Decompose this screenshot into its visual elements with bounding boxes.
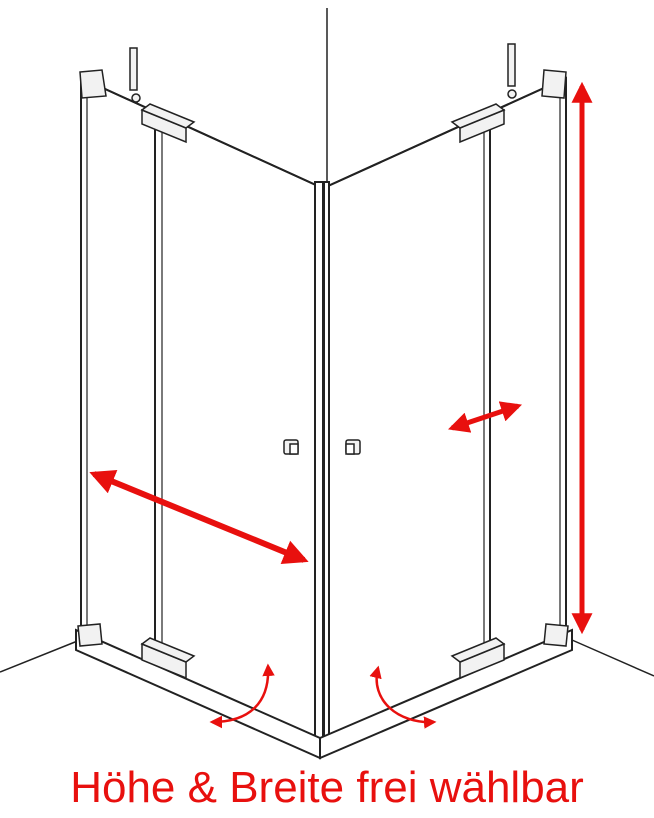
hinge-top-left <box>140 103 196 144</box>
left-glass-panel <box>80 76 319 740</box>
wall-bracket-left <box>79 47 141 103</box>
bottom-bracket-right <box>543 623 569 647</box>
width-arrow-right-icon <box>448 401 522 433</box>
swing-arrow-right-icon <box>369 665 437 729</box>
handle-left <box>283 439 299 455</box>
swing-arrow-left-icon <box>209 663 275 729</box>
floor-line-left <box>0 639 81 673</box>
room-lines <box>0 8 654 677</box>
hinge-top-right <box>450 103 506 144</box>
hinge-bottom-left <box>140 637 196 680</box>
bottom-bracket-left <box>77 623 103 647</box>
hinge-bottom-right <box>450 637 506 680</box>
width-arrow-left-icon <box>89 469 309 565</box>
caption: Höhe & Breite frei wählbar <box>70 763 584 812</box>
handle-right <box>345 439 361 455</box>
right-glass-panel <box>327 76 567 740</box>
dimension-arrows <box>89 81 593 729</box>
floor-line-right <box>571 639 654 677</box>
wall-bracket-right <box>507 43 567 99</box>
corner-posts <box>314 181 330 745</box>
